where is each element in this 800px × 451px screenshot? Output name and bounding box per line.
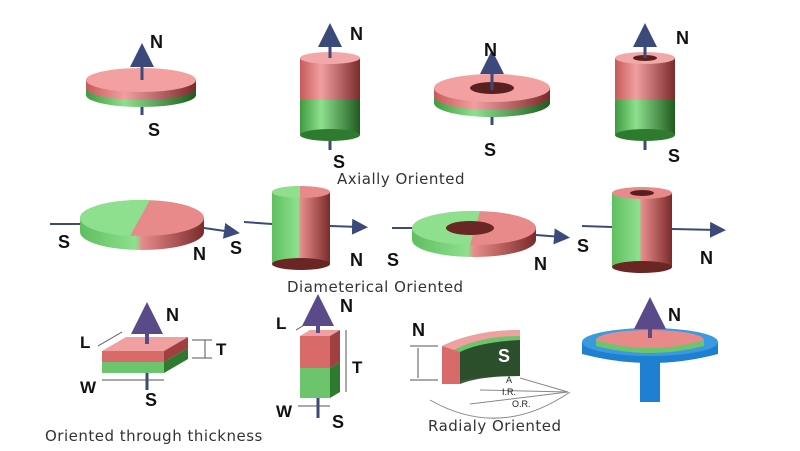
pole-south-label: S — [387, 250, 400, 270]
dimension-length-label: L — [276, 314, 287, 333]
caption-oriented-through-thickness: Oriented through thickness — [45, 427, 263, 445]
pole-north-label: N — [340, 296, 353, 316]
axial-tube-magnet — [615, 23, 675, 150]
pole-south-label: S — [148, 120, 161, 140]
pole-south-label: S — [577, 236, 590, 256]
pole-north-label: N — [700, 248, 713, 268]
radial-arc-segment-magnet — [410, 330, 571, 419]
pole-south-label: S — [230, 238, 243, 258]
pole-north-label: N — [484, 40, 497, 60]
dimension-thickness-label: T — [216, 340, 227, 359]
pole-north-label: N — [166, 305, 179, 325]
pole-south-label: S — [668, 146, 681, 166]
pot-magnet-assembly — [582, 297, 718, 402]
thickness-bar-magnet — [295, 294, 347, 418]
dimension-length-label: L — [80, 333, 91, 352]
pole-north-label: N — [412, 320, 425, 340]
caption-radialy-oriented: Radialy Oriented — [428, 417, 562, 435]
pole-north-label: N — [676, 28, 689, 48]
pole-south-label: S — [58, 232, 71, 252]
radial-inner-radius-label: I.R. — [502, 387, 517, 397]
pole-north-label: N — [668, 305, 681, 325]
pole-north-label: N — [534, 254, 547, 274]
pole-south-label: S — [145, 390, 158, 410]
caption-diametrical-oriented: Diameterical Oriented — [287, 278, 464, 296]
pole-north-label: N — [193, 244, 206, 264]
pole-south-label: S — [333, 152, 346, 172]
pole-south-label: S — [332, 412, 345, 432]
dimension-width-label: W — [276, 402, 293, 421]
pole-south-label: S — [484, 140, 497, 160]
axial-cylinder-magnet — [300, 23, 360, 150]
pole-north-label: N — [350, 250, 363, 270]
pole-south-label: S — [498, 346, 511, 366]
diametrical-ring-magnet — [392, 210, 570, 257]
radial-outer-radius-label: O.R. — [512, 399, 531, 409]
dimension-width-label: W — [80, 378, 97, 397]
thickness-block-magnet — [97, 302, 212, 390]
diametrical-disc-magnet — [50, 199, 240, 250]
axial-ring-magnet — [434, 50, 550, 125]
dimension-thickness-label: T — [352, 358, 363, 377]
pole-north-label: N — [150, 32, 163, 52]
radial-angle-label: A — [506, 375, 513, 385]
diametrical-tube-magnet — [581, 187, 726, 273]
pole-north-label: N — [350, 24, 363, 44]
axial-disc-magnet — [86, 43, 196, 115]
caption-axially-oriented: Axially Oriented — [337, 170, 465, 188]
diametrical-cylinder-magnet — [243, 186, 368, 270]
